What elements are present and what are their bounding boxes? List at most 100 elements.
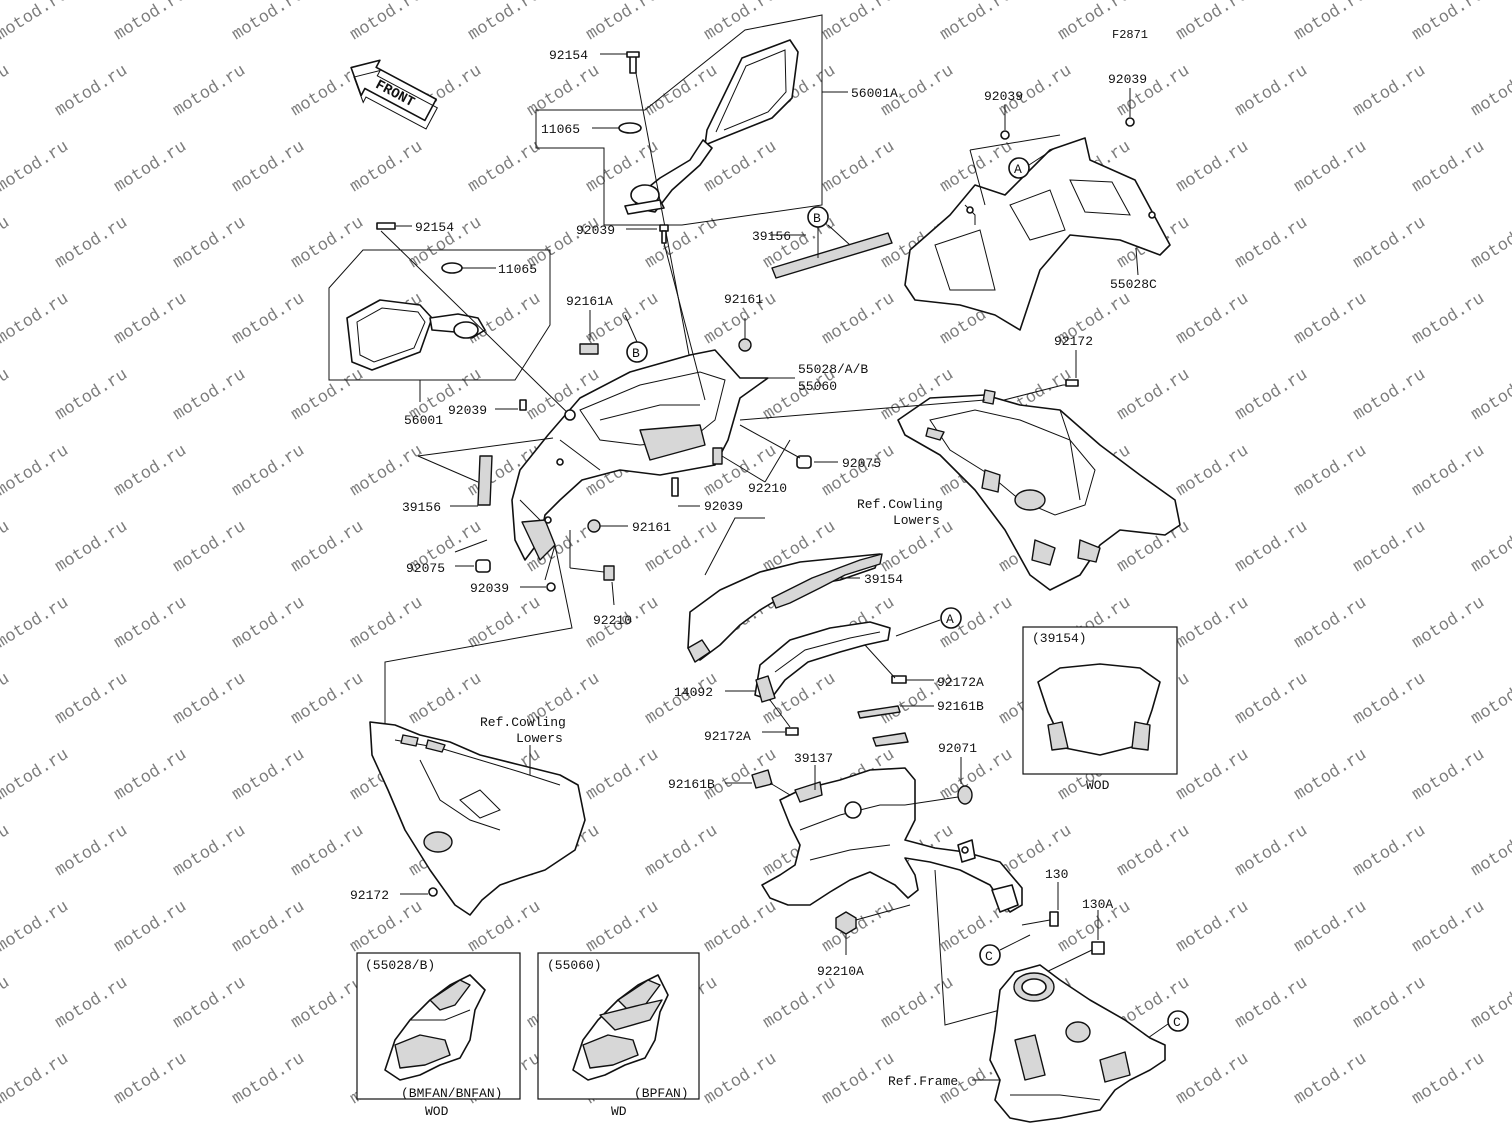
inset-bpfan-header: (55060): [547, 958, 602, 973]
watermark-text: motod.ru: [819, 290, 898, 349]
clip-92075-right: [796, 455, 812, 469]
part-label-92172-right: 92172: [1054, 334, 1093, 349]
watermark-text: motod.ru: [1173, 290, 1252, 349]
left-cowling-lower-ref: [369, 721, 586, 916]
watermark-text: motod.ru: [0, 0, 72, 45]
watermark-text: motod.ru: [0, 974, 13, 1033]
watermark-text: motod.ru: [229, 442, 308, 501]
ref-cowling-left-1: Ref.Cowling: [480, 715, 566, 730]
bolt-130A: [1091, 941, 1105, 955]
part-label-92161-mid: 92161: [724, 292, 763, 307]
stay-39137: [761, 732, 1023, 913]
bolt-130: [1049, 911, 1059, 927]
part-label-56001: 56001: [404, 413, 443, 428]
watermark-text: motod.ru: [819, 1050, 898, 1109]
watermark-text: motod.ru: [642, 62, 721, 121]
part-label-92039-tr1: 92039: [984, 89, 1023, 104]
watermark-text: motod.ru: [1350, 366, 1429, 425]
nut-92210-left: [603, 565, 615, 581]
watermark-text: motod.ru: [583, 898, 662, 957]
watermark-text: motod.ru: [1350, 822, 1429, 881]
watermark-text: motod.ru: [465, 138, 544, 197]
watermark-text: motod.ru: [229, 138, 308, 197]
inset-bpfan-variant: (BPFAN): [634, 1086, 689, 1101]
inset-bmfan-variant: (BMFAN/BNFAN): [401, 1086, 502, 1101]
watermark-text: motod.ru: [1232, 822, 1311, 881]
watermark-text: motod.ru: [1409, 1050, 1488, 1109]
watermark-text: motod.ru: [701, 898, 780, 957]
watermark-text: motod.ru: [1173, 746, 1252, 805]
clip-92075-left: [475, 559, 491, 573]
watermark-text: motod.ru: [1409, 898, 1488, 957]
nut-92210A: [835, 911, 857, 935]
watermark-text: motod.ru: [0, 670, 13, 729]
part-label-55060: 55060: [798, 379, 837, 394]
watermark-text: motod.ru: [1114, 366, 1193, 425]
watermark-text: motod.ru: [1173, 594, 1252, 653]
callout-A-top: [1008, 157, 1030, 179]
watermark-text: motod.ru: [229, 898, 308, 957]
watermark-text: motod.ru: [1291, 0, 1370, 45]
ref-cowling-right-1: Ref.Cowling: [857, 497, 943, 512]
screw-92039-tr2: [1125, 117, 1135, 127]
watermark-text: motod.ru: [1468, 518, 1512, 577]
inset-bmfan-header: (55028/B): [365, 958, 435, 973]
watermark-text: motod.ru: [819, 138, 898, 197]
watermark-text: motod.ru: [642, 822, 721, 881]
watermark-text: motod.ru: [1409, 0, 1488, 45]
watermark-text: motod.ru: [1409, 594, 1488, 653]
part-label-130A: 130A: [1082, 897, 1113, 912]
watermark-text: motod.ru: [406, 670, 485, 729]
part-label-92161-lower: 92161: [632, 520, 671, 535]
watermark-text: motod.ru: [1232, 214, 1311, 273]
inset-55060-bpfan: (55060) (BPFAN) WD: [537, 952, 700, 1119]
watermark-text: motod.ru: [1350, 670, 1429, 729]
part-label-55028AB: 55028/A/B: [798, 362, 868, 377]
watermark-text: motod.ru: [1173, 0, 1252, 45]
nut-92210-mid: [712, 447, 723, 465]
watermark-text: motod.ru: [1468, 670, 1512, 729]
watermark-text: motod.ru: [288, 670, 367, 729]
watermark-text: motod.ru: [229, 594, 308, 653]
watermark-text: motod.ru: [1350, 214, 1429, 273]
watermark-text: motod.ru: [1173, 442, 1252, 501]
screw-92039-mid: [659, 224, 669, 244]
watermark-text: motod.ru: [878, 974, 957, 1033]
inset-bpfan-footer: WD: [611, 1104, 627, 1119]
part-label-92039-tr2: 92039: [1108, 72, 1147, 87]
watermark-text: motod.ru: [1232, 62, 1311, 121]
watermark-text: motod.ru: [1173, 138, 1252, 197]
watermark-text: motod.ru: [0, 594, 72, 653]
watermark-text: motod.ru: [465, 594, 544, 653]
bolt-92172-right: [1065, 379, 1079, 387]
watermark-text: motod.ru: [1468, 214, 1512, 273]
watermark-text: motod.ru: [288, 214, 367, 273]
watermark-text: motod.ru: [465, 0, 544, 45]
watermark-text: motod.ru: [111, 0, 190, 45]
part-label-92172A-right: 92172A: [937, 675, 984, 690]
callout-C-mid-label: C: [985, 949, 993, 964]
watermark-text: motod.ru: [1173, 1050, 1252, 1109]
watermark-text: motod.ru: [170, 62, 249, 121]
watermark-text: motod.ru: [0, 290, 72, 349]
seal-11065-top: [618, 122, 642, 134]
watermark-text: motod.ru: [819, 0, 898, 45]
screw-92039-left: [519, 399, 527, 411]
watermark-text: motod.ru: [52, 62, 131, 121]
watermark-text: motod.ru: [1291, 290, 1370, 349]
mirror-right-part: [624, 39, 799, 215]
watermark-text: motod.ru: [0, 138, 72, 197]
watermark-text: motod.ru: [583, 0, 662, 45]
watermark-text: motod.ru: [111, 1050, 190, 1109]
pad-92161A: [579, 343, 599, 355]
watermark-text: motod.ru: [819, 442, 898, 501]
ref-cowling-left-2: Lowers: [516, 731, 563, 746]
part-label-39154: 39154: [864, 572, 903, 587]
part-label-92210A: 92210A: [817, 964, 864, 979]
part-label-92172A-left: 92172A: [704, 729, 751, 744]
watermark-text: motod.ru: [111, 594, 190, 653]
watermark-text: motod.ru: [52, 670, 131, 729]
part-label-92039-left: 92039: [448, 403, 487, 418]
bolt-92154-left: [376, 222, 396, 230]
frame-ref: [989, 964, 1166, 1123]
